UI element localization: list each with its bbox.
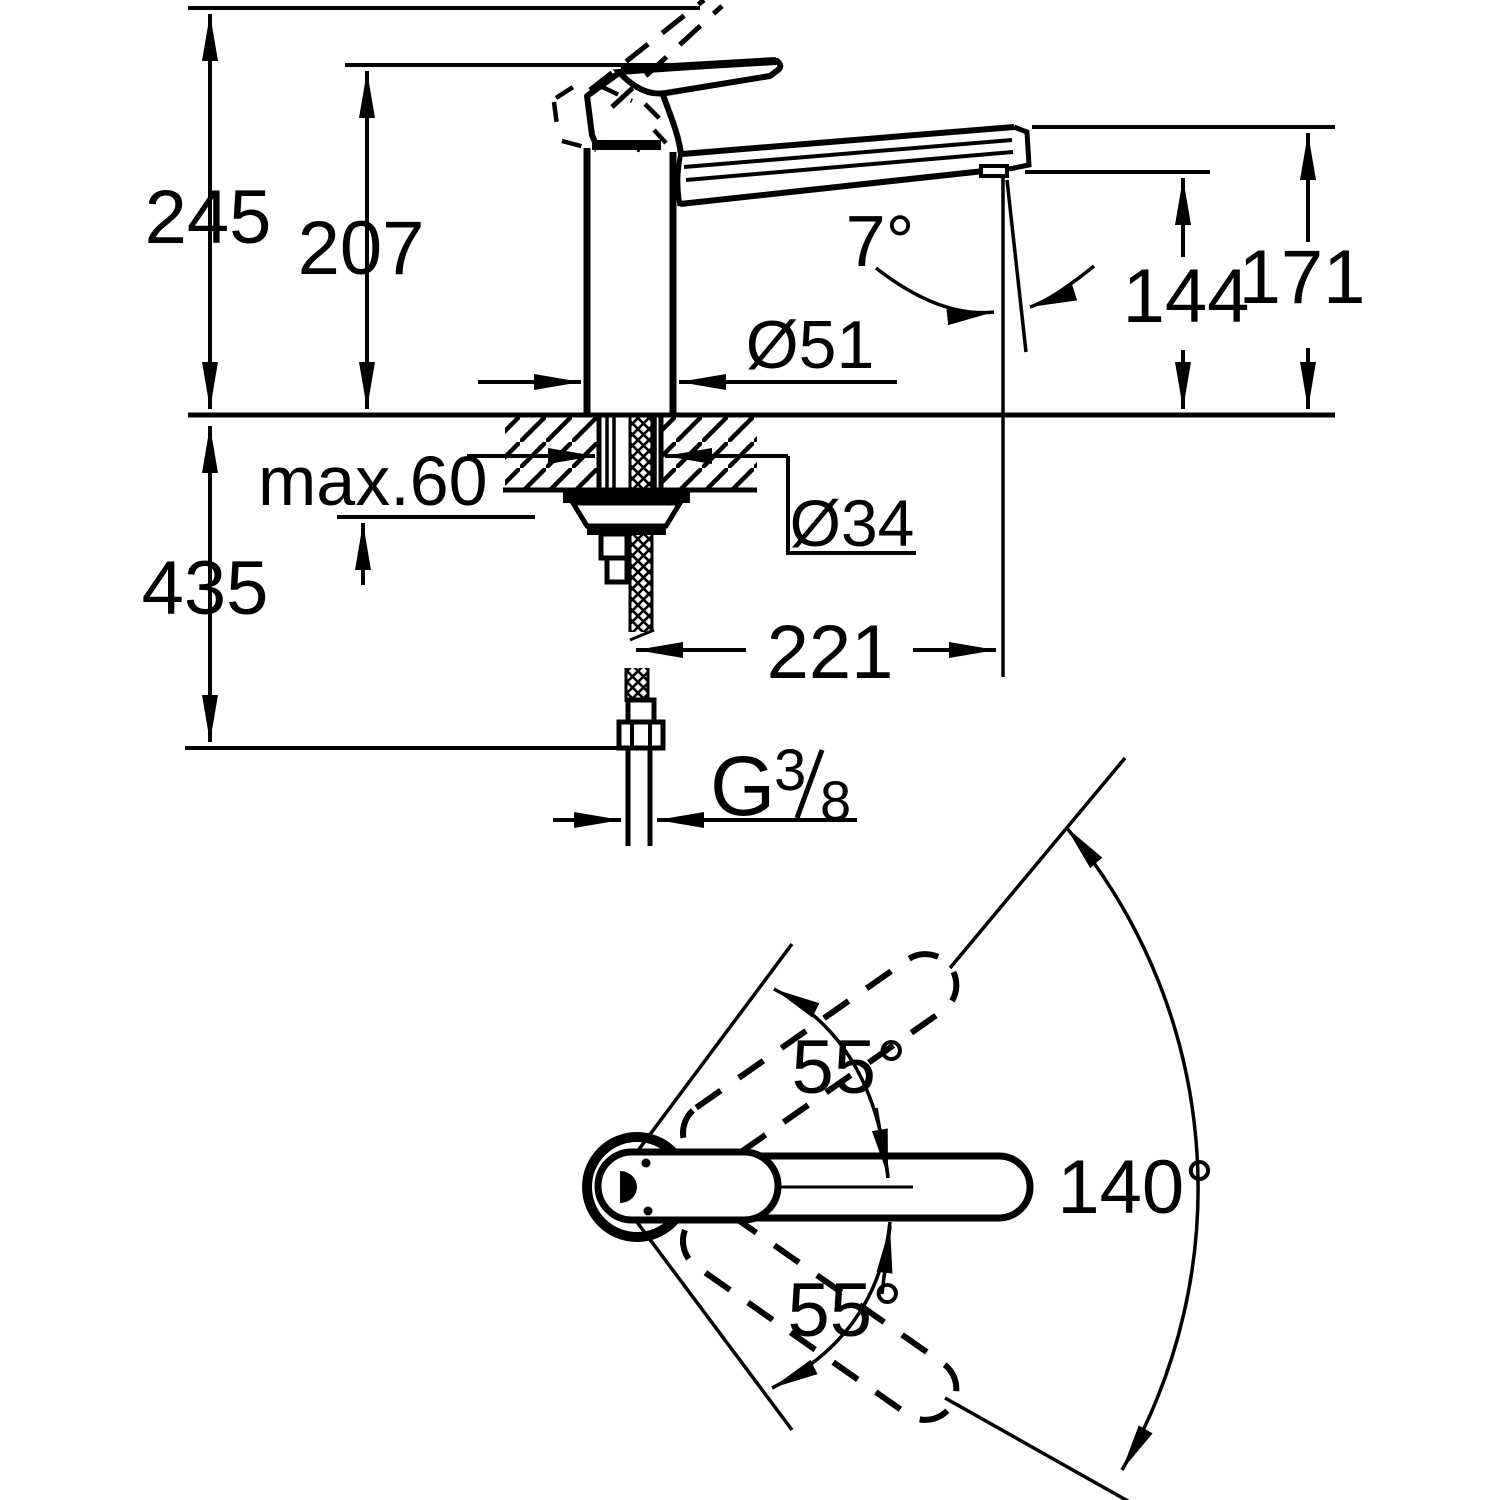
front-view: 245 207 435 max.60 Ø51 Ø34 7° 221 144 17… [142, 0, 1366, 846]
dim-spray-angle-label: 7° [846, 202, 915, 282]
dim-under-counter-label: 435 [142, 546, 269, 631]
faucet-neck [659, 91, 684, 155]
thread-numerator: 3 [774, 738, 806, 803]
lever-handle-open-dashed [588, 0, 724, 109]
counter-hatch-right [662, 417, 757, 488]
front-view-labels: 245 207 435 max.60 Ø51 Ø34 7° 221 144 17… [142, 175, 1366, 833]
dimension-lines [202, 14, 1316, 828]
counter-hatch-left [505, 417, 597, 488]
aerator-outlet [979, 164, 1009, 178]
top-view: 55° 55° 140° [582, 756, 1215, 1500]
spout [675, 124, 1032, 207]
dim-reach-label: 221 [767, 610, 894, 695]
thread-letter: G [710, 739, 775, 833]
mounting-cone [568, 500, 685, 529]
hose-nut [616, 719, 666, 751]
mounting-flange [563, 492, 690, 503]
dim-d34-leader [786, 456, 916, 555]
thread-denominator: 8 [820, 769, 851, 832]
spout-position-upper-dashed [680, 951, 960, 1168]
hose-fitting [625, 697, 657, 725]
dim-55-lower-arc [771, 1221, 892, 1390]
dim-body-height-label: 207 [298, 206, 425, 291]
dim-overall-height-label: 245 [145, 175, 272, 260]
dim-swivel-upper-label: 55° [792, 1025, 907, 1110]
reference-lines [185, 6, 1335, 750]
cartridge-dashed-lines [551, 78, 668, 153]
mounting-shank [563, 415, 690, 846]
dim-140-arc [1064, 825, 1200, 1471]
faucet-outline [551, 0, 1032, 415]
supply-hose-lower [626, 668, 648, 702]
dim-7deg-arc-left [874, 266, 995, 326]
handle-hub-mark [620, 1171, 637, 1203]
dim-swivel-total-label: 140° [1057, 1145, 1214, 1230]
swivel-dimensions [771, 756, 1200, 1500]
dim-outlet-height-label: 144 [1123, 254, 1250, 339]
lever-handle [612, 57, 784, 97]
dim-counter-thickness-label: max.60 [258, 442, 488, 520]
dim-140-ext-lower [944, 1396, 1130, 1500]
top-view-labels: 55° 55° 140° [788, 1025, 1215, 1353]
dim-55-upper-arc [773, 987, 890, 1179]
dim-base-diameter-label: Ø51 [746, 307, 875, 383]
dim-spout-height-label: 171 [1239, 235, 1366, 320]
thread-size-label: G 3 8 [710, 738, 851, 833]
spray-tilted-line [1005, 179, 1028, 353]
thread-fraction-slash [794, 749, 825, 819]
dim-140-ext-upper [948, 756, 1127, 970]
dim-swivel-lower-label: 55° [788, 1268, 903, 1353]
dim-7deg-arc-right [1029, 264, 1096, 309]
dim-hole-diameter-label: Ø34 [790, 486, 915, 560]
spout-position-lower-dashed [680, 1206, 960, 1423]
